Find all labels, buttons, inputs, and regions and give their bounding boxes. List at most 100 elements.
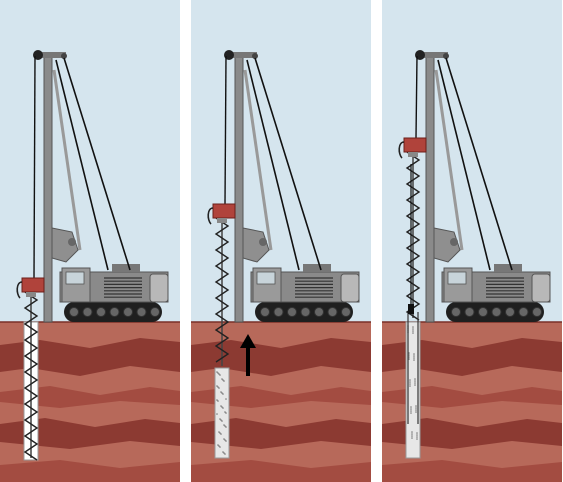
aggregate-dot (225, 440, 227, 442)
aggregate-dot (408, 352, 410, 354)
soil-band-dark (0, 338, 180, 376)
concrete-shaft (214, 367, 230, 459)
aggregate-dot (222, 451, 224, 453)
support-strut (243, 69, 273, 251)
aggregate-dot (412, 326, 414, 328)
aggregate-dot (415, 409, 417, 411)
aggregate-dot (410, 408, 412, 410)
mast-column (425, 55, 435, 323)
aggregate-dot (409, 385, 411, 387)
track-wheel (505, 307, 515, 317)
aggregate-dot (225, 426, 227, 428)
soil-band-bottom (191, 460, 371, 482)
aggregate-dot (224, 425, 226, 427)
aggregate-dot (408, 356, 410, 358)
rotary-drive-head (207, 203, 236, 225)
soil-band-mid (191, 386, 371, 408)
aggregate-dot (222, 393, 224, 395)
reinforcement-cage (407, 164, 419, 424)
crawler-track (446, 302, 544, 322)
aggregate-dot (218, 387, 220, 389)
concrete-column (405, 321, 421, 459)
track-wheel (451, 307, 461, 317)
arrow-head (240, 334, 256, 348)
track-wheel (491, 307, 502, 317)
soil-band-dark (191, 338, 371, 376)
aggregate-dot (410, 410, 412, 412)
counterweight (531, 273, 551, 303)
hydraulic-hose (398, 141, 405, 159)
panel-step-3-reinforcement (382, 0, 562, 482)
soil-band-bottom (0, 460, 180, 482)
backstay-cable (63, 57, 131, 271)
aggregate-dot (225, 398, 227, 400)
drive-head-body (403, 137, 427, 153)
auger-spiral (405, 151, 421, 321)
aggregate-dot (218, 445, 220, 447)
aggregate-dot (216, 371, 218, 373)
aggregate-dot (410, 406, 412, 408)
winch-drum (494, 264, 522, 272)
aggregate-dot (219, 432, 221, 434)
hoist-cable (33, 55, 36, 279)
cab-window (256, 271, 276, 285)
support-strut (52, 69, 82, 251)
backstay-cable (254, 57, 322, 271)
aggregate-dot (408, 358, 410, 360)
crane-body (59, 264, 169, 303)
aggregate-dot (413, 353, 415, 355)
drive-head-collar (26, 292, 36, 297)
crawler-track (64, 302, 162, 322)
drive-head-collar (408, 152, 418, 157)
soil-band-dark (0, 418, 180, 449)
aggregate-dot (412, 330, 414, 332)
aggregate-dot (413, 357, 415, 359)
backstay-cable (55, 59, 109, 271)
aggregate-dot (412, 328, 414, 330)
auger-spiral (214, 217, 230, 363)
drive-head-collar (217, 218, 227, 223)
track-wheel (82, 307, 93, 317)
aggregate-dot (416, 438, 418, 440)
aggregate-dot (411, 435, 413, 437)
track-wheel (273, 307, 284, 317)
aggregate-dot (217, 444, 219, 446)
aggregate-dot (220, 391, 222, 393)
auger-flight (23, 291, 39, 461)
aggregate-dot (415, 411, 417, 413)
mast-head (225, 52, 257, 58)
backstay-cable (445, 57, 513, 271)
aggregate-dot (415, 405, 417, 407)
mast-head (416, 52, 448, 58)
aggregate-dot (218, 373, 220, 375)
backstay-cable (437, 59, 491, 271)
hydraulic-hose (207, 207, 214, 225)
aggregate-dot (416, 434, 418, 436)
aggregate-dot (414, 378, 416, 380)
auger-flight (214, 217, 230, 366)
aggregate-dot (221, 392, 223, 394)
leader-mast (224, 50, 322, 323)
aggregate-dot (412, 332, 414, 334)
aggregate-dot (217, 400, 219, 402)
aggregate-dot (409, 381, 411, 383)
aggregate-dot (224, 411, 226, 413)
soil-band-bottom (382, 460, 562, 482)
aggregate-dot (408, 354, 410, 356)
leader-mast (33, 50, 131, 323)
cab-window (65, 271, 85, 285)
track-wheel (314, 307, 324, 317)
aggregate-dot (221, 420, 223, 422)
aggregate-dot (225, 412, 227, 414)
aggregate-dot (221, 378, 223, 380)
track-wheel (136, 307, 147, 317)
aggregate-dot (223, 424, 225, 426)
auger-flight (405, 151, 421, 321)
backstay-cable (246, 59, 300, 271)
panel-svg (382, 0, 562, 482)
aggregate-dot (218, 431, 220, 433)
counterweight (340, 273, 360, 303)
panel-svg (0, 0, 180, 482)
track-wheel (341, 307, 351, 317)
soil-band-dark (382, 338, 562, 376)
